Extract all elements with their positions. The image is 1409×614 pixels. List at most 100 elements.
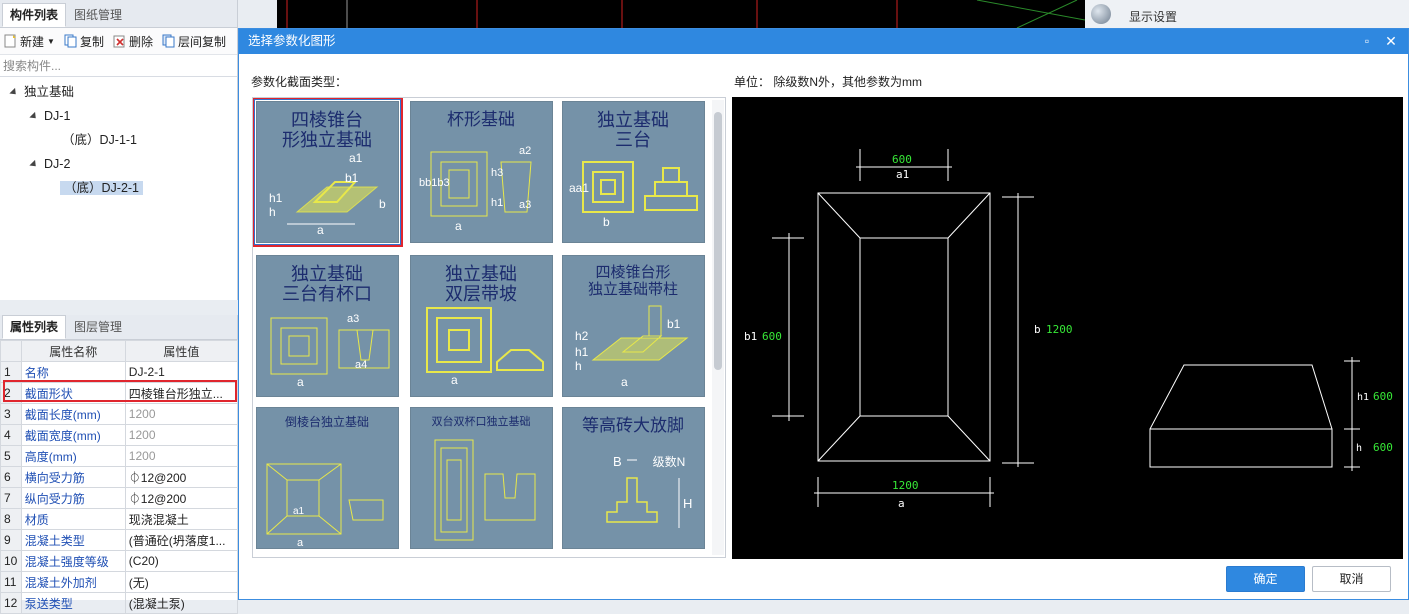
thumb-title-line1: 等高砖大放脚 bbox=[582, 416, 684, 436]
svg-text:b1: b1 bbox=[667, 317, 681, 331]
b-value: 1200 bbox=[1046, 323, 1073, 336]
row-index: 8 bbox=[0, 508, 22, 530]
delete-button[interactable]: 删除 bbox=[113, 33, 153, 50]
tree-node-dj2-1[interactable]: （底）DJ-2-1 bbox=[60, 177, 144, 199]
row-index: 4 bbox=[0, 424, 22, 446]
property-name: 纵向受力筋 bbox=[20, 487, 126, 509]
tab-property-list[interactable]: 属性列表 bbox=[2, 315, 67, 339]
section-shape-highlight bbox=[3, 380, 237, 402]
tab-component-list[interactable]: 构件列表 bbox=[2, 3, 67, 27]
expand-arrow-icon[interactable] bbox=[9, 88, 19, 98]
property-value[interactable]: ⏀12@200 bbox=[124, 466, 239, 488]
property-value[interactable]: (普通砼(坍落度1... bbox=[124, 529, 239, 551]
tree-label: （底）DJ-2-1 bbox=[60, 181, 144, 195]
property-value[interactable]: ⏀12@200 bbox=[124, 487, 239, 509]
thumb-title-line2: 独立基础带柱 bbox=[588, 280, 678, 298]
property-value[interactable]: DJ-2-1 bbox=[124, 361, 239, 383]
property-value[interactable]: (无) bbox=[124, 571, 239, 593]
tab-drawing-manage[interactable]: 图纸管理 bbox=[74, 8, 123, 22]
select-parametric-dialog: 选择参数化图形 ▫ ✕ 参数化截面类型： 单位： 除级数N外，其他参数为mm 四… bbox=[238, 28, 1409, 600]
property-value[interactable]: (混凝土泵) bbox=[124, 592, 239, 614]
property-name: 材质 bbox=[20, 508, 126, 530]
new-button[interactable]: 新建 ▼ bbox=[4, 33, 55, 50]
svg-text:h2: h2 bbox=[575, 329, 589, 343]
tree-node-dj1-1[interactable]: （底）DJ-1-1 bbox=[62, 129, 137, 151]
tree-node-dj2[interactable]: DJ-2 bbox=[29, 153, 70, 175]
dropdown-arrow-icon[interactable]: ▼ bbox=[47, 36, 55, 46]
tree-label: DJ-1 bbox=[44, 109, 71, 123]
maximize-icon[interactable]: ▫ bbox=[1364, 34, 1370, 48]
property-value[interactable]: 1200 bbox=[124, 403, 239, 425]
floor-copy-button[interactable]: 层间复制 bbox=[162, 33, 226, 50]
expand-arrow-icon[interactable] bbox=[29, 160, 39, 170]
svg-text:h: h bbox=[575, 359, 582, 373]
cad-canvas[interactable] bbox=[277, 0, 1086, 29]
globe-icon[interactable] bbox=[1091, 4, 1111, 24]
b1-label: b1 bbox=[744, 330, 757, 343]
svg-text:h: h bbox=[269, 205, 276, 219]
expand-arrow-icon[interactable] bbox=[29, 112, 39, 122]
svg-text:bb1b3: bb1b3 bbox=[419, 177, 450, 189]
property-value[interactable]: (C20) bbox=[124, 550, 239, 572]
row-index: 7 bbox=[0, 487, 22, 509]
tree-node-dj1[interactable]: DJ-1 bbox=[29, 105, 71, 127]
property-tabs: 属性列表 图层管理 bbox=[0, 315, 237, 340]
tab-layer-manage[interactable]: 图层管理 bbox=[74, 320, 123, 334]
thumb-title-line2: 级数N bbox=[653, 454, 686, 469]
property-name: 截面形状 bbox=[20, 382, 126, 404]
ok-button[interactable]: 确定 bbox=[1226, 566, 1305, 592]
svg-text:a: a bbox=[317, 223, 324, 237]
new-label: 新建 bbox=[20, 34, 45, 49]
close-icon[interactable]: ✕ bbox=[1385, 33, 1397, 49]
svg-text:b: b bbox=[379, 197, 386, 211]
gallery-scroll-thumb[interactable] bbox=[714, 112, 722, 370]
svg-text:a: a bbox=[451, 373, 458, 387]
thumb-title-line1: 四棱锥台形 bbox=[595, 263, 670, 281]
b1-value: 600 bbox=[762, 330, 782, 343]
cancel-button[interactable]: 取消 bbox=[1312, 566, 1391, 592]
property-value[interactable]: 1200 bbox=[124, 445, 239, 467]
svg-text:h3: h3 bbox=[491, 167, 503, 179]
property-value[interactable]: 现浇混凝土 bbox=[124, 508, 239, 530]
shape-thumb-8[interactable]: 双台双杯口独立基础 bbox=[410, 407, 553, 549]
svg-text:b1: b1 bbox=[345, 171, 359, 185]
unit-label: 单位： 除级数N外，其他参数为mm bbox=[734, 75, 922, 89]
tree-label: 独立基础 bbox=[24, 85, 75, 99]
property-value[interactable]: 四棱锥台形独立... bbox=[124, 382, 239, 404]
svg-text:a: a bbox=[297, 537, 304, 548]
a-value: 1200 bbox=[892, 479, 919, 492]
thumb-title-line1: 杯形基础 bbox=[447, 110, 515, 130]
property-value[interactable]: 1200 bbox=[124, 424, 239, 446]
thumb-title-line1: 倒棱台独立基础 bbox=[285, 414, 369, 429]
component-tabs: 构件列表 图纸管理 bbox=[0, 0, 237, 28]
gallery-scrollbar[interactable] bbox=[712, 100, 724, 555]
floor-copy-label: 层间复制 bbox=[177, 34, 226, 49]
svg-text:a1: a1 bbox=[349, 151, 363, 165]
property-name: 混凝土外加剂 bbox=[20, 571, 126, 593]
tree-node-root[interactable]: 独立基础 bbox=[9, 81, 75, 103]
copy-button[interactable]: 复制 bbox=[64, 33, 104, 50]
component-search-input[interactable]: 搜索构件... bbox=[0, 55, 237, 77]
